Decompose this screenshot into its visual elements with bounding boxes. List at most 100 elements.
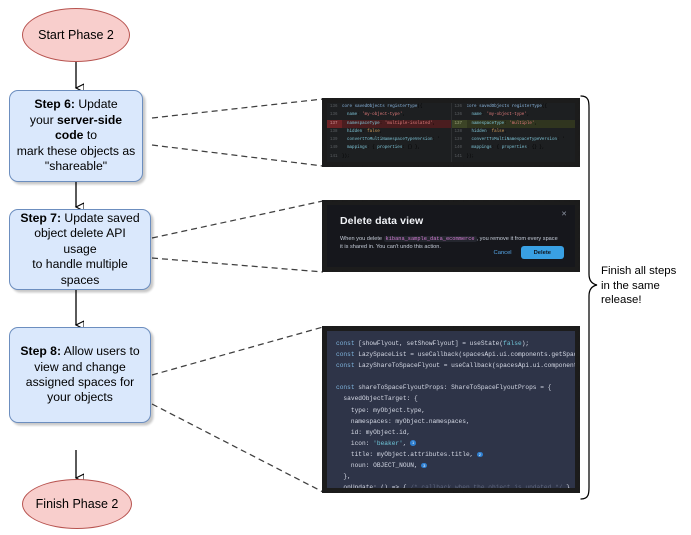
code-line: const LazySpaceList = useCallback(spaces… (336, 351, 575, 359)
code-text: }); (466, 154, 475, 159)
code-text: mappings: { properties: {} }, (347, 146, 420, 151)
line-number: 141 (330, 154, 338, 159)
line-number: 141 (454, 154, 463, 159)
code-line: const [showFlyout, setShowFlyout] = useS… (336, 340, 530, 347)
code-text: hidden: false, (471, 129, 507, 134)
modal-title: Delete data view (340, 215, 424, 227)
code-line: icon: 'beaker', 1 (336, 439, 416, 447)
diff-row: 137 namespaceType: 'multiple-isolated', (327, 119, 451, 128)
code-block: const [showFlyout, setShowFlyout] = useS… (327, 331, 575, 488)
step-6-prefix: Step 6: (34, 97, 75, 112)
diff-row: 136 name: 'my-object-type', (452, 111, 576, 119)
annotation-badge: 2 (477, 451, 483, 458)
code-text: hidden: false, (347, 129, 383, 134)
step-8-box[interactable]: Step 8: Allow users to view and change a… (9, 327, 151, 423)
line-number: 140 (454, 146, 463, 151)
annotation-badge: 3 (421, 462, 427, 469)
diff-row: 141}); (327, 153, 451, 161)
step-6-line2c: to (83, 128, 97, 143)
modal-body-before: When you delete (340, 236, 384, 242)
code-line: const shareToSpaceFlyoutProps: ShareToSp… (336, 384, 552, 392)
code-text: name: 'my-object-type', (347, 113, 405, 118)
line-number: 142 (327, 161, 342, 162)
diff-row: 140 mappings: { properties: {} }, (452, 144, 576, 152)
code-text: convertToMultiNamespaceTypeVersion: ' (347, 138, 441, 143)
diff-row: 137 namespaceType: 'multiple', (451, 119, 575, 128)
code-line: title: myObject.attributes.title, 2 (336, 450, 483, 458)
code-text: mappings: { properties: {} }, (471, 146, 545, 151)
delete-button[interactable]: Delete (520, 246, 564, 259)
step-6-box[interactable]: Step 6: Update your server-side code to … (9, 90, 143, 182)
code-text: }); (342, 154, 350, 159)
diff-row: 136 core.savedObjects.registerType({ (327, 103, 451, 111)
modal-body-after: , you remove it from every space it is s… (340, 236, 558, 251)
code-line: savedObjectTarget: { (336, 395, 418, 403)
step-6-line3: mark these objects as (16, 143, 136, 158)
code-text: namespaceType: 'multiple-isolated', (347, 121, 435, 126)
line-number: 139 (330, 138, 338, 143)
share-to-space-flyout-code-screenshot[interactable]: const [showFlyout, setShowFlyout] = useS… (322, 326, 580, 493)
line-number: 142 (452, 161, 467, 162)
finish-terminator: Finish Phase 2 (22, 479, 132, 529)
diff-row: 139 convertToMultiNamespaceTypeVersion: … (452, 136, 576, 144)
code-text: } (342, 161, 451, 162)
delete-data-view-dialog: Delete data view ✕ When you delete kiban… (327, 205, 575, 267)
finish-label: Finish Phase 2 (35, 497, 119, 511)
diff-row: 142} (327, 161, 451, 162)
code-line (336, 371, 575, 382)
code-line: id: myObject.id, (336, 428, 411, 436)
code-line: const LazyShareToSpaceFlyout = useCallba… (336, 362, 575, 370)
diff-row: 142} (452, 161, 576, 162)
release-note: Finish all steps in the same release! (601, 264, 689, 308)
release-note-line-1: Finish all steps (601, 265, 677, 277)
step-7-line2: object delete API usage (34, 226, 126, 256)
code-text: } (467, 161, 576, 162)
line-number: 137 (451, 119, 467, 128)
cancel-button[interactable]: Cancel (493, 249, 512, 256)
step-6-line2a: your (29, 112, 58, 127)
step-8-line4: your objects (47, 390, 113, 405)
diff-row: 140 mappings: { properties: {} }, (327, 144, 451, 152)
line-number: 138 (330, 129, 338, 134)
step-8-line1: Allow users to (61, 344, 140, 359)
modal-body-text: When you delete kibana_sample_data_ecomm… (340, 235, 562, 252)
line-number: 136 (330, 105, 338, 109)
step-6-line4: "shareable" (44, 159, 108, 174)
code-text: convertToMultiNamespaceTypeVersion: ' (471, 138, 565, 143)
line-number: 136 (454, 113, 463, 118)
release-note-line-3: release! (601, 294, 642, 307)
step-7-line1: Update saved (61, 210, 140, 225)
step-6-line2b: server-side code (54, 112, 123, 143)
line-number: 137 (327, 119, 342, 128)
close-icon[interactable]: ✕ (561, 211, 567, 218)
step-8-prefix: Step 8: (20, 344, 62, 359)
delete-data-view-modal-screenshot[interactable]: Delete data view ✕ When you delete kiban… (322, 200, 580, 272)
code-line: namespaces: myObject.namespaces, (336, 417, 470, 425)
step-8-line2: view and change (34, 359, 126, 374)
diff-row: 139 convertToMultiNamespaceTypeVersion: … (327, 136, 451, 144)
modal-body-code: kibana_sample_data_ecommerce (383, 236, 477, 242)
step-7-box[interactable]: Step 7: Update saved object delete API u… (9, 209, 151, 290)
annotation-badge: 1 (410, 440, 416, 446)
code-line: noun: OBJECT_NOUN, 3 (336, 462, 427, 470)
start-terminator: Start Phase 2 (22, 8, 130, 62)
diff-row: 138 hidden: false, (452, 128, 576, 136)
code-line: type: myObject.type, (336, 406, 426, 414)
diff-column-before: 136 core.savedObjects.registerType({136 n… (327, 103, 452, 162)
code-text: core.savedObjects.registerType({ (342, 105, 423, 109)
code-text: core.savedObjects.registerType({ (466, 105, 547, 109)
line-number: 136 (454, 105, 463, 109)
code-line: onUpdate: () => { /* callback when the o… (336, 484, 574, 488)
line-number: 138 (454, 129, 463, 134)
diff-row: 138 hidden: false, (327, 128, 451, 136)
modal-footer: Cancel Delete (494, 246, 564, 259)
start-label: Start Phase 2 (38, 28, 114, 42)
step-8-line3: assigned spaces for (25, 375, 135, 389)
line-number: 139 (454, 138, 463, 143)
code-text: namespaceType: 'multiple', (471, 121, 537, 126)
